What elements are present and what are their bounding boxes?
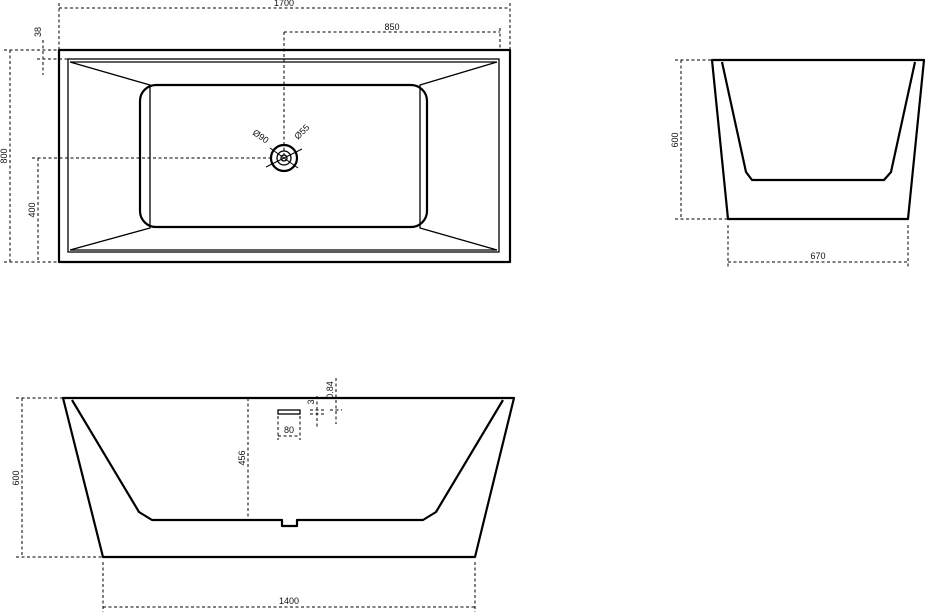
dim-overflow-diameter: Ø90 [251,127,271,145]
end-inner-outline [720,61,917,182]
top-inner-panel [69,61,151,251]
dim-slot-width: 80 [284,425,294,435]
dim-end-height: 600 [670,132,680,147]
dim-inner-depth: 456 [237,450,247,465]
dim-side-height: 600 [11,470,21,485]
dim-overall-width: 800 [0,148,9,163]
dim-base-length: 1400 [279,596,299,606]
dim-small: 3 [306,399,316,404]
dim-offset: 0.84 [325,381,335,399]
dim-drain-offset: 850 [384,22,399,32]
side-inner-outline [71,399,504,528]
side-view: 600 456 1400 80 3 0.84 [11,378,516,612]
top-view: 1700 850 38 800 400 Ø90 Ø55 [0,0,512,264]
drain-inner [276,150,292,166]
dim-end-base-width: 670 [810,251,825,261]
top-inner-rim [67,58,500,253]
end-outer-outline [710,58,925,221]
overflow-slot [277,409,301,415]
dim-overall-length: 1700 [274,0,294,8]
dim-rim-width: 38 [33,27,43,37]
end-view: 600 670 [670,58,925,268]
dim-drain-from-side: 400 [27,202,37,217]
side-outer-outline [61,396,516,559]
dim-drain-diameter: Ø55 [292,122,311,141]
top-basin [138,83,429,229]
